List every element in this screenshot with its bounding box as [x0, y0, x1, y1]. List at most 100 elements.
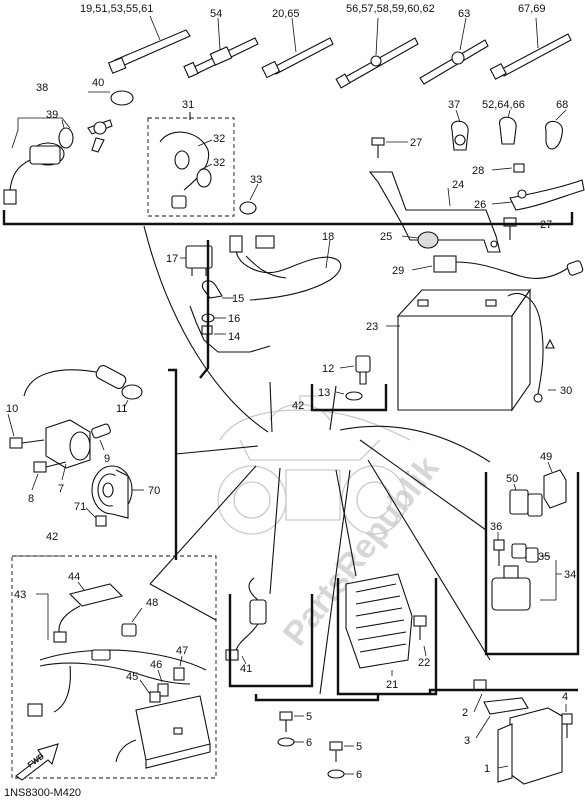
rectifier-21[interactable] — [345, 573, 413, 676]
collar-9[interactable] — [91, 423, 111, 451]
damper-25[interactable] — [401, 231, 439, 249]
cable-tie-56[interactable] — [335, 17, 419, 89]
rubber-cap-33[interactable] — [239, 183, 259, 215]
callout-12: 12 — [322, 363, 334, 375]
callout-13: 13 — [318, 387, 330, 399]
bolt-8[interactable] — [31, 461, 67, 491]
callout-39: 39 — [46, 109, 58, 121]
clamp-37[interactable] — [451, 109, 469, 151]
clamp-68[interactable] — [545, 109, 567, 150]
gasket-13[interactable] — [335, 391, 363, 401]
link-relay-to-vehicle — [175, 445, 259, 455]
horn-70[interactable] — [91, 465, 144, 519]
callout-27-b: 27 — [540, 219, 552, 231]
bolt-22[interactable] — [413, 615, 427, 657]
fuse-box-cover[interactable] — [115, 695, 211, 769]
bolt-5b[interactable] — [329, 741, 354, 762]
cable-tie-20[interactable] — [261, 17, 334, 79]
callout-2: 2 — [462, 707, 468, 719]
callout-23: 23 — [366, 321, 378, 333]
cable-tie-19[interactable] — [107, 15, 191, 74]
starting-circuit-relay-34[interactable] — [491, 560, 562, 611]
fuse-holder-43[interactable] — [36, 593, 49, 640]
fuse-box-49[interactable] — [543, 461, 567, 509]
cable-tie-67[interactable] — [489, 17, 572, 80]
bolt-71[interactable] — [85, 507, 107, 527]
bolt-2[interactable] — [473, 679, 487, 713]
link-vehicle-to-bolts — [319, 469, 351, 695]
sensor-12[interactable] — [339, 355, 371, 385]
callout-68: 68 — [556, 99, 568, 111]
bracket-3[interactable] — [475, 697, 529, 739]
cap-48[interactable] — [121, 607, 143, 637]
callout-28: 28 — [472, 165, 484, 177]
lead-wire-18b — [189, 305, 271, 353]
cable-tie-63[interactable] — [419, 17, 489, 85]
callout-25: 25 — [380, 231, 392, 243]
callout-9: 9 — [104, 453, 110, 465]
callout-67-69: 67,69 — [518, 3, 546, 15]
callout-48: 48 — [146, 597, 158, 609]
sensor-41[interactable] — [225, 577, 267, 665]
sub-harness-frame — [147, 117, 235, 217]
link-lead-to-vehicle — [269, 381, 273, 433]
link-harness-frame — [149, 583, 217, 621]
callout-labels: 19,51,53,55,61 54 20,65 56,57,58,59,60,6… — [6, 3, 576, 781]
cdi-unit-1[interactable] — [497, 707, 563, 785]
callout-63: 63 — [458, 8, 470, 20]
callout-45: 45 — [126, 671, 138, 683]
link-vehicle-to-sensor41 — [269, 467, 281, 595]
wire-harness-frame — [11, 555, 217, 779]
sub-lead-18[interactable] — [229, 235, 342, 301]
link-sensor-to-vehicle — [329, 385, 337, 431]
clamp-52[interactable] — [499, 109, 517, 145]
relay-17[interactable] — [180, 245, 213, 276]
link-vehicle-to-harness — [149, 465, 257, 585]
fuse-45[interactable] — [139, 679, 161, 703]
battery-lead-30[interactable] — [507, 293, 556, 403]
bolt-27b[interactable] — [503, 217, 536, 240]
connector-35[interactable] — [511, 543, 550, 563]
cable-tie-54[interactable] — [183, 17, 259, 79]
bracket-24[interactable] — [368, 171, 501, 253]
callout-31: 31 — [182, 99, 194, 111]
sub-harness-31[interactable] — [159, 112, 213, 209]
bolt-4[interactable] — [561, 704, 573, 738]
callout-18: 18 — [322, 231, 334, 243]
callout-47: 47 — [176, 645, 188, 657]
callout-34: 34 — [564, 569, 576, 581]
group-boundary-top — [2, 210, 574, 226]
washer-6a[interactable] — [277, 737, 304, 747]
callout-1: 1 — [484, 763, 490, 775]
callout-37: 37 — [448, 99, 460, 111]
sub-lead-44[interactable] — [53, 581, 124, 643]
group-boundary-cdi — [428, 688, 578, 694]
link-vehicle-to-rectifier — [335, 469, 357, 577]
callout-42-b: 42 — [46, 531, 58, 543]
main-switch-assembly[interactable] — [3, 90, 134, 205]
group-boundary-rectifier — [336, 578, 438, 696]
washer-6b[interactable] — [327, 769, 354, 779]
fuse-47[interactable] — [173, 655, 185, 681]
fuse-46[interactable] — [157, 669, 169, 697]
bolt-5a[interactable] — [279, 711, 304, 732]
callout-17: 17 — [166, 253, 178, 265]
callout-5-a: 5 — [306, 711, 312, 723]
harness-main-42[interactable] — [27, 649, 207, 717]
relay-50[interactable] — [509, 483, 543, 517]
screw-36[interactable] — [493, 532, 505, 566]
callout-43: 43 — [14, 589, 26, 601]
callout-70: 70 — [148, 485, 160, 497]
collar-16[interactable] — [201, 313, 226, 323]
lead-11[interactable] — [23, 364, 143, 409]
battery-23[interactable] — [386, 288, 532, 412]
bolt-28[interactable] — [491, 163, 525, 173]
bolt-10[interactable] — [7, 413, 45, 449]
battery-cover-29[interactable] — [411, 255, 584, 279]
bolt-27a[interactable] — [371, 137, 408, 158]
bracket-26[interactable] — [491, 179, 585, 211]
group-boundary-relay — [168, 368, 178, 560]
callout-33: 33 — [250, 174, 262, 186]
starter-relay-7[interactable] — [45, 419, 91, 481]
